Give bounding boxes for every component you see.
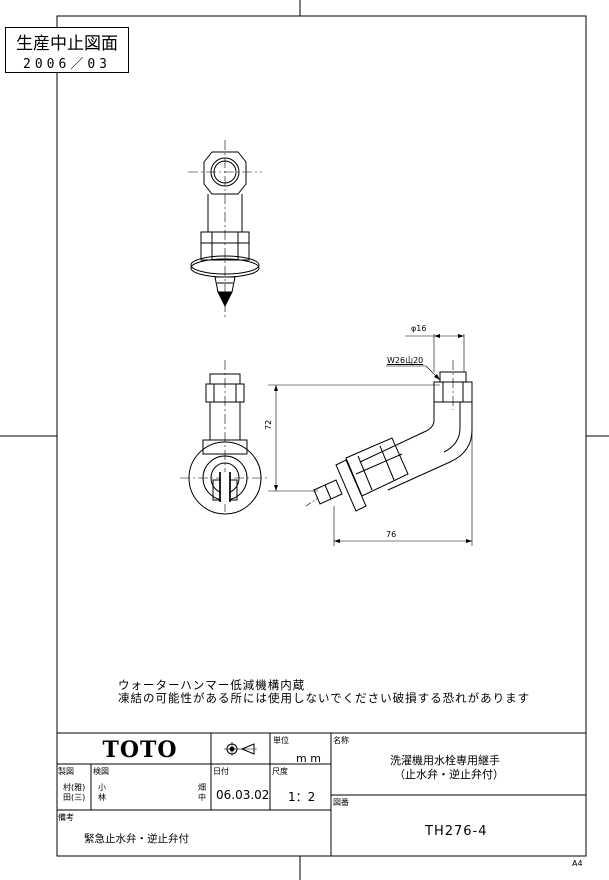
drawn-value-b: 田(三) <box>63 793 86 802</box>
stamp-title: 生産中止図面 <box>16 34 118 54</box>
name-label: 名称 <box>333 736 349 745</box>
side-view <box>268 334 473 546</box>
note-line-2: 凍結の可能性がある所には使用しないでください破損する恐れがあります <box>118 691 531 705</box>
brand-logo: TOTO <box>102 737 178 763</box>
remarks-value: 緊急止水弁・逆止弁付 <box>84 833 189 845</box>
drawn-value-a: 村(雅) <box>63 783 86 792</box>
product-name-1: 洗濯機用水栓専用継手 <box>390 754 500 767</box>
front-view <box>180 360 270 515</box>
checked-value-a: 小 <box>98 783 106 792</box>
drawing-no-label: 図番 <box>333 798 349 807</box>
title-block-grid <box>57 732 586 856</box>
sheet-size: A4 <box>572 859 583 868</box>
checked-label: 検図 <box>93 767 109 776</box>
remarks-label: 備考 <box>58 813 74 822</box>
approved-value-a: 畑 <box>198 783 206 792</box>
scale-value: 1：2 <box>288 790 316 804</box>
checked-value-b: 林 <box>98 793 106 802</box>
stamp-date: 2006／03 <box>23 57 111 72</box>
dim-width: 76 <box>386 530 397 539</box>
discontinued-stamp: 生産中止図面 2006／03 <box>5 27 129 73</box>
scale-label: 尺度 <box>272 767 288 776</box>
product-name-2: （止水弁・逆止弁付） <box>394 768 504 781</box>
unit-value: m m <box>296 752 321 765</box>
dim-thread: W26山20 <box>387 356 424 365</box>
dim-phi: φ16 <box>411 324 427 333</box>
approved-value-b: 中 <box>198 793 206 802</box>
date-value: 06.03.02 <box>216 788 270 802</box>
top-view <box>188 140 262 320</box>
dim-height: 72 <box>264 419 273 430</box>
projection-symbol <box>224 742 257 756</box>
unit-label: 単位 <box>273 736 289 745</box>
drawing-border <box>56 15 587 857</box>
date-label: 日付 <box>213 767 229 776</box>
note-line-1: ウォーターハンマー低減機構内蔵 <box>118 678 306 692</box>
drawn-label: 製図 <box>58 767 74 776</box>
drawing-no: TH276-4 <box>425 824 488 839</box>
